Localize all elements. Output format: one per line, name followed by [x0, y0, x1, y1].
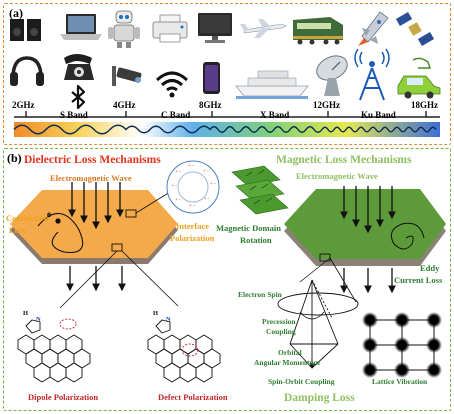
telephone-icon [64, 54, 94, 80]
em-wave-label-left: Electromagnetic Wave [50, 173, 132, 183]
freq-label-2ghz: 2GHz [12, 100, 35, 110]
transmitted-arrows-right [340, 268, 396, 294]
headphones-icon [10, 56, 44, 86]
rocket-icon [358, 11, 389, 46]
svg-text:+ -: + - [171, 184, 177, 189]
smartphone-icon [203, 62, 220, 94]
defect-h-label: H [153, 310, 159, 317]
em-wave-label-right: Electromagnetic Wave [296, 171, 378, 181]
security-camera-icon [112, 66, 142, 86]
interface-polarization-diagram: + - + - + - + - + - + - + - + - [166, 160, 220, 214]
band-label-x: X Band [260, 110, 290, 120]
band-label-c: C Band [161, 110, 191, 120]
precession-label-1: Precession [262, 317, 296, 326]
defect-polarization-label: Defect Polarization [158, 392, 228, 402]
damping-loss-title: Damping Loss [284, 392, 355, 404]
magnetic-slab [284, 189, 446, 266]
dipole-polarization-molecule [17, 318, 91, 383]
spin-zoom-box [319, 253, 331, 262]
panel-b-loss-mechanisms: (b) [3, 148, 451, 411]
orbital-label-1: Orbital [278, 348, 302, 357]
precession-label-2: Coupling [266, 327, 296, 336]
domain-rotation-label-1: Magnetic Domain [216, 223, 281, 233]
panel-a-frequency-bands: (a) [3, 3, 451, 145]
train-icon [293, 17, 343, 45]
radio-tower-icon [354, 48, 390, 101]
conduction-label-2: Loss [9, 225, 26, 235]
magnetic-title: Magnetic Loss Mechanisms [276, 154, 412, 166]
freq-label-4ghz: 4GHz [113, 100, 136, 110]
eddy-current-spiral [390, 222, 425, 250]
conduction-label-1: Conduction [6, 213, 49, 223]
em-wave-arrows-right [340, 186, 396, 234]
svg-text:+ -: + - [204, 197, 210, 202]
eddy-label-1: Eddy [420, 263, 440, 273]
dipole-h-label: H [23, 310, 29, 317]
bluetooth-icon [71, 84, 86, 110]
interface-zoom-box [125, 209, 137, 218]
interface-label-1: Interface [176, 221, 210, 231]
em-wave-arrows-left [68, 182, 124, 230]
radar-dish-icon [316, 55, 348, 96]
printer-icon [152, 14, 188, 43]
wifi-icon [155, 71, 189, 98]
panel-a-graphic [10, 10, 441, 137]
lattice-vibration-label: Lattice Vibration [372, 377, 428, 386]
freq-label-18ghz: 18GHz [411, 100, 438, 110]
defect-polarization-molecule [147, 319, 221, 383]
svg-text:+ -: + - [210, 182, 216, 187]
wave-line [13, 124, 437, 135]
dipole-n-label: N [36, 316, 41, 323]
panel-b-label: (b) [7, 151, 22, 165]
spin-orbit-diagram [277, 279, 359, 369]
speaker-icon [10, 19, 41, 41]
freq-label-12ghz: 12GHz [313, 100, 340, 110]
band-label-s: S Band [60, 110, 88, 120]
satellite-icon [395, 12, 435, 46]
svg-text:+ -: + - [203, 169, 209, 174]
defect-n-label: N [166, 316, 171, 323]
domain-rotation-label-2: Rotation [240, 235, 272, 245]
lattice-vibration-grid [362, 312, 442, 378]
conduction-path [37, 212, 84, 254]
orbital-label-2: Angular Momentum [254, 358, 320, 367]
airplane-icon [240, 19, 287, 38]
magnetic-domain-sheets [231, 165, 289, 215]
electric-car-icon [397, 57, 441, 99]
spin-orbit-label: Spin-Orbit Coupling [268, 377, 335, 386]
electron-label: e [47, 209, 51, 219]
svg-text:+ -: + - [189, 204, 195, 209]
interface-label-2: Polarization [170, 233, 215, 243]
electron-dot [55, 218, 61, 224]
electron-spin-label: Electron Spin [238, 290, 282, 299]
laptop-icon [60, 14, 102, 40]
dielectric-title: Dielectric Loss Mechanisms [24, 154, 161, 166]
cruise-ship-icon [235, 70, 309, 99]
panel-a-label: (a) [9, 6, 23, 20]
band-label-ku: Ku Band [361, 110, 396, 120]
dielectric-slab [10, 190, 178, 264]
transmitted-arrows-left [66, 266, 126, 292]
dipole-polarization-label: Dipole Polarization [28, 392, 99, 402]
eddy-label-2: Current Loss [394, 275, 443, 285]
desktop-computer-icon [198, 13, 232, 43]
svg-text:+ -: + - [175, 170, 181, 175]
robot-icon [108, 10, 140, 48]
svg-text:+ -: + - [175, 198, 181, 203]
freq-label-8ghz: 8GHz [199, 100, 222, 110]
svg-text:+ -: + - [188, 164, 194, 169]
